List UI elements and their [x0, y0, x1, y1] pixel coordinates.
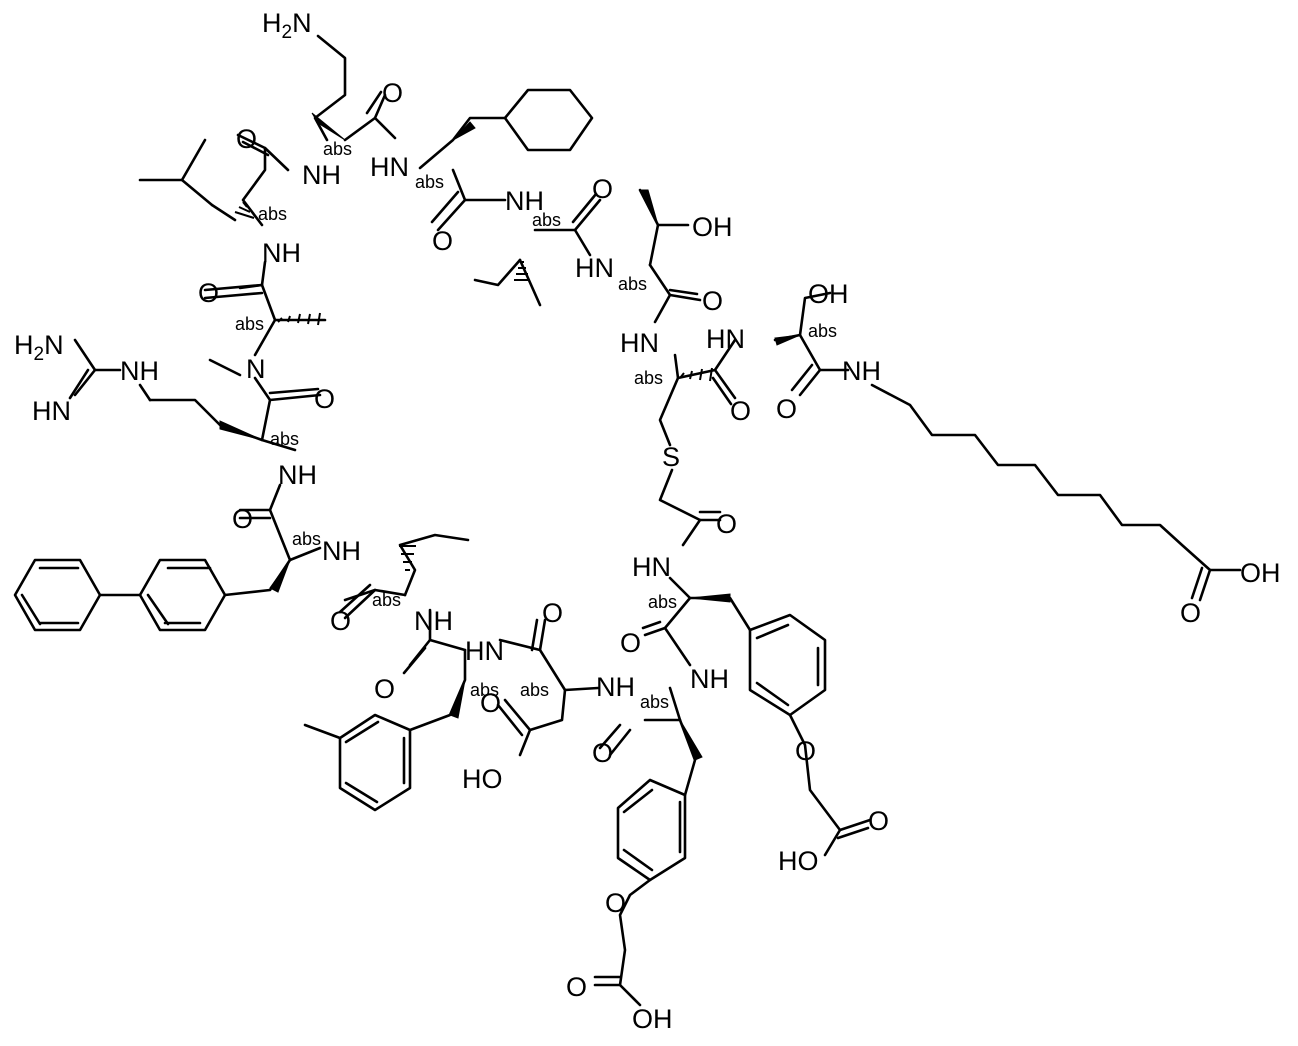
- amide-nh-label: NH: [278, 460, 317, 490]
- stereo-abs-label: abs: [258, 204, 287, 224]
- oxygen-label: O: [236, 124, 257, 154]
- amide-nh-label: NH: [842, 356, 881, 386]
- oxygen-label: O: [730, 396, 751, 426]
- amide-nh-label: NH: [414, 606, 453, 636]
- oxygen-label: O: [232, 504, 253, 534]
- oxygen-label: O: [314, 384, 335, 414]
- amine-label: H2N: [262, 8, 312, 43]
- stereo-abs-label: abs: [415, 172, 444, 192]
- oxygen-label: O: [330, 606, 351, 636]
- oxygen-label: O: [1180, 598, 1201, 628]
- oxygen-label: O: [382, 78, 403, 108]
- amide-hn-label: HN: [632, 552, 671, 582]
- guanidine-nh-label: NH: [120, 356, 159, 386]
- oxygen-label: O: [592, 174, 613, 204]
- amide-nh-label: NH: [322, 536, 361, 566]
- stereo-abs-label: abs: [532, 210, 561, 230]
- oxygen-label: O: [716, 509, 737, 539]
- amide-hn-label: HN: [706, 324, 745, 354]
- carboxylic-ho-label: HO: [462, 764, 503, 794]
- stereo-abs-label: abs: [270, 429, 299, 449]
- oxygen-label: O: [432, 226, 453, 256]
- stereo-abs-label: abs: [292, 529, 321, 549]
- ether-oxygen-label: O: [605, 888, 626, 918]
- stereo-abs-label: abs: [648, 592, 677, 612]
- atom-labels: H2N O O NH HN abs abs abs NH O NH abs O …: [14, 8, 1281, 1034]
- thioether-sulfur-label: S: [662, 442, 680, 472]
- amide-nh-label: NH: [596, 672, 635, 702]
- oxygen-label: O: [702, 286, 723, 316]
- ether-oxygen-label: O: [795, 736, 816, 766]
- bond-lines: [15, 36, 1240, 1005]
- stereo-abs-label: abs: [618, 274, 647, 294]
- stereo-abs-label: abs: [323, 139, 352, 159]
- oxygen-label: O: [374, 674, 395, 704]
- n-methyl-label: N: [246, 354, 266, 384]
- oxygen-label: O: [592, 738, 613, 768]
- stereo-abs-label: abs: [634, 368, 663, 388]
- stereo-abs-label: abs: [640, 692, 669, 712]
- amide-hn-label: HN: [620, 328, 659, 358]
- carboxylic-oh-label: OH: [1240, 558, 1281, 588]
- amide-nh-label: NH: [302, 160, 341, 190]
- oxygen-label: O: [542, 598, 563, 628]
- amide-hn-label: HN: [465, 636, 504, 666]
- oxygen-label: O: [776, 394, 797, 424]
- oxygen-label: O: [868, 806, 889, 836]
- amide-nh-label: NH: [262, 238, 301, 268]
- stereo-abs-label: abs: [372, 590, 401, 610]
- guanidine-amine-label: H2N: [14, 330, 64, 365]
- carboxylic-oh-label: OH: [632, 1004, 673, 1034]
- amide-nh-label: NH: [690, 664, 729, 694]
- stereo-abs-label: abs: [808, 321, 837, 341]
- amide-hn-label: HN: [575, 253, 614, 283]
- oxygen-label: O: [620, 628, 641, 658]
- carboxylic-ho-label: HO: [778, 846, 819, 876]
- oxygen-label: O: [566, 972, 587, 1002]
- oxygen-label: O: [480, 688, 501, 718]
- oxygen-label: O: [198, 278, 219, 308]
- hydroxyl-label: OH: [808, 279, 849, 309]
- imine-hn-label: HN: [32, 396, 71, 426]
- stereo-abs-label: abs: [235, 314, 264, 334]
- amide-hn-label: HN: [370, 152, 409, 182]
- stereo-abs-label: abs: [520, 680, 549, 700]
- hydroxyl-label: OH: [692, 212, 733, 242]
